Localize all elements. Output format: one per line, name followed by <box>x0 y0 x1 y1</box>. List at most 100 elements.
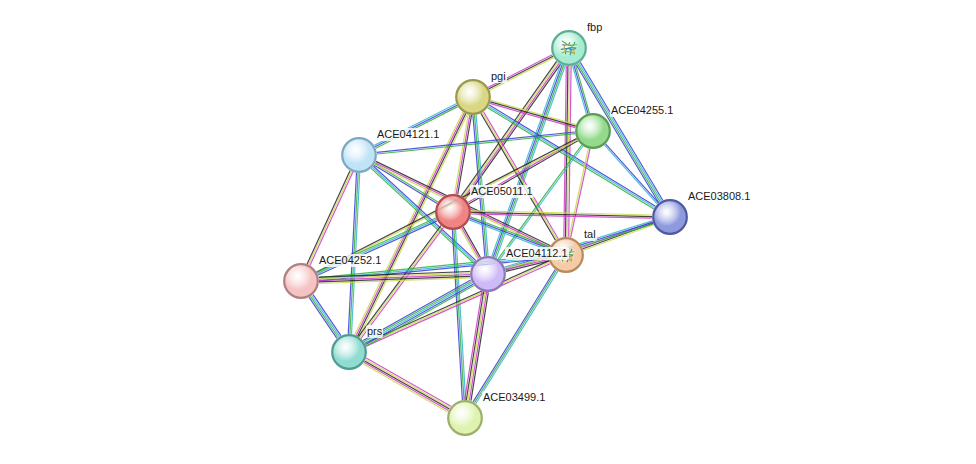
evidence-line <box>584 225 654 251</box>
protein-node: fbp <box>551 30 587 66</box>
node-label: pgi <box>490 70 507 83</box>
evidence-line <box>495 65 564 257</box>
node-circle <box>455 79 491 115</box>
evidence-line <box>363 280 471 340</box>
evidence-line <box>363 364 448 412</box>
protein-node: pgi <box>455 79 491 115</box>
interaction-edge <box>307 171 353 266</box>
evidence-line <box>371 168 474 263</box>
protein-node: prs <box>331 334 367 370</box>
interaction-edge <box>468 139 578 203</box>
node-circle <box>652 199 688 235</box>
evidence-line <box>488 55 552 88</box>
evidence-line <box>373 166 476 261</box>
node-label: tal <box>583 228 597 241</box>
evidence-line <box>489 56 553 89</box>
evidence-line <box>468 292 485 400</box>
evidence-line <box>484 112 559 239</box>
evidence-line <box>310 172 353 265</box>
evidence-line <box>465 291 482 399</box>
evidence-line <box>454 230 464 400</box>
evidence-line <box>470 217 549 247</box>
node-circle <box>331 334 367 370</box>
interaction-edge <box>374 164 438 204</box>
interaction-edge <box>455 115 472 195</box>
evidence-line <box>365 360 450 408</box>
evidence-line <box>366 284 474 344</box>
evidence-line <box>307 171 350 264</box>
node-label: prs <box>366 325 383 338</box>
evidence-line <box>317 218 436 272</box>
interaction-edge <box>363 280 474 346</box>
node-label: ACE03808.1 <box>687 190 751 203</box>
evidence-line <box>366 286 474 346</box>
interaction-edge <box>469 217 549 250</box>
interaction-edge <box>465 291 489 400</box>
evidence-line <box>375 163 550 247</box>
evidence-line <box>461 229 478 260</box>
node-label: ACE05011.1 <box>470 185 534 198</box>
protein-node: ACE04112.1 <box>470 256 506 292</box>
evidence-line <box>469 220 548 250</box>
interaction-edge <box>471 211 652 218</box>
node-circle <box>470 256 506 292</box>
evidence-line <box>318 221 437 275</box>
interaction-edge <box>309 295 341 339</box>
node-label: ACE04112.1 <box>505 247 569 260</box>
evidence-line <box>312 296 340 337</box>
protein-node: ACE05011.1 <box>435 194 471 230</box>
protein-node: ACE04252.1 <box>283 263 319 299</box>
evidence-line <box>309 171 352 264</box>
evidence-line <box>364 362 449 410</box>
evidence-line <box>491 100 576 124</box>
node-circle <box>575 113 611 149</box>
protein-node: ACE04255.1 <box>575 113 611 149</box>
interaction-edge <box>317 218 438 275</box>
node-circle <box>447 400 483 436</box>
evidence-line <box>310 296 338 337</box>
node-circle <box>551 30 587 66</box>
evidence-line <box>319 272 470 278</box>
interaction-edge <box>576 62 663 203</box>
evidence-line <box>317 219 436 273</box>
evidence-line <box>452 230 462 400</box>
evidence-line <box>470 218 549 248</box>
interaction-edge <box>452 230 465 400</box>
interaction-edge <box>363 358 451 412</box>
evidence-line <box>366 358 451 406</box>
evidence-line <box>471 214 652 218</box>
evidence-line <box>313 295 341 336</box>
node-label: ACE04252.1 <box>318 254 382 267</box>
evidence-line <box>466 292 483 401</box>
node-label: fbp <box>586 21 603 34</box>
protein-node: ACE03808.1 <box>652 199 688 235</box>
evidence-line <box>469 292 486 401</box>
protein-node: ACE03499.1 <box>447 400 483 436</box>
node-label: ACE03499.1 <box>482 391 546 404</box>
evidence-line <box>571 149 590 238</box>
evidence-line <box>364 281 472 341</box>
node-circle <box>341 137 377 173</box>
interaction-edge <box>461 227 481 259</box>
evidence-line <box>463 227 480 258</box>
protein-node: ACE04121.1 <box>341 137 377 173</box>
interaction-edge <box>319 272 470 284</box>
interaction-edge <box>604 144 658 204</box>
node-circle <box>283 263 319 299</box>
evidence-line <box>365 283 473 343</box>
evidence-line <box>376 107 458 149</box>
interaction-edge <box>374 104 457 149</box>
evidence-line <box>309 297 337 338</box>
interaction-edge <box>317 139 578 274</box>
evidence-line <box>462 228 479 259</box>
node-circle <box>435 194 471 230</box>
evidence-line <box>576 65 659 203</box>
node-label: ACE04121.1 <box>376 128 440 141</box>
evidence-line <box>374 104 456 146</box>
evidence-line <box>604 145 657 204</box>
evidence-line <box>375 105 457 147</box>
node-label: ACE04255.1 <box>610 104 674 117</box>
evidence-line <box>365 361 450 409</box>
